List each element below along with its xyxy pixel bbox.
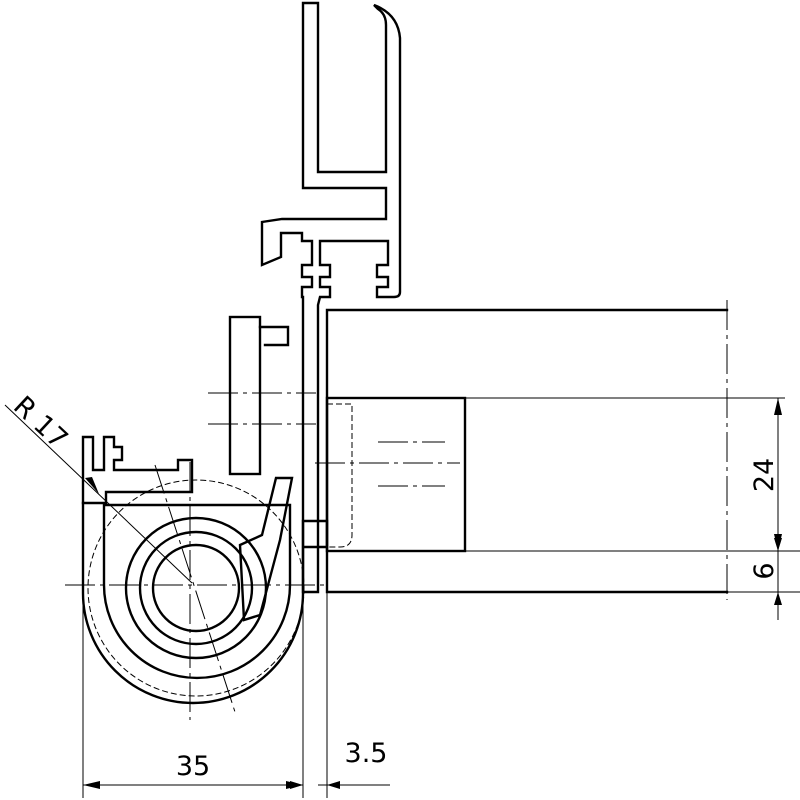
door-leaf-pocket <box>325 396 467 553</box>
plate-tab <box>258 325 290 347</box>
width-arrow-left <box>83 781 100 789</box>
height-arrow-top <box>774 398 782 415</box>
hinge-body <box>81 435 329 705</box>
hinge-pin <box>151 543 241 633</box>
radius-label: R 17 <box>7 390 73 455</box>
gap-arrow-top <box>774 538 782 551</box>
hinge-outer-ring <box>124 516 268 660</box>
radius-leader <box>4 404 193 584</box>
offset-dimension: 3.5 <box>290 592 390 798</box>
gap-dimension: 6 <box>749 538 782 620</box>
frame-profile <box>260 1 402 594</box>
width-label: 35 <box>176 751 210 782</box>
radius-dimension: R 17 <box>4 390 193 584</box>
hinge-clip <box>81 435 194 505</box>
height-dimension: 24 <box>749 398 782 551</box>
hinge-middle-ring <box>138 530 254 646</box>
door-leaf <box>315 308 729 594</box>
hinge-rotation-circle <box>87 479 305 697</box>
construction-lines <box>65 300 800 720</box>
door-leaf-outline <box>325 308 729 594</box>
gap-arrow-bottom <box>774 592 782 605</box>
pocket-hidden-edge <box>327 403 353 548</box>
mounting-plate <box>228 315 290 476</box>
frame-profile-outline <box>260 1 402 594</box>
offset-label: 3.5 <box>345 738 388 769</box>
hinge-inner-shell <box>102 503 292 680</box>
width-dimension: 35 <box>82 590 304 798</box>
radius-arrowhead <box>85 477 99 494</box>
height-label: 24 <box>749 458 780 492</box>
mounting-plate-outline <box>228 315 262 476</box>
hinge-arm <box>238 476 294 622</box>
offset-arrow-left <box>290 781 303 789</box>
gap-label: 6 <box>749 562 780 579</box>
